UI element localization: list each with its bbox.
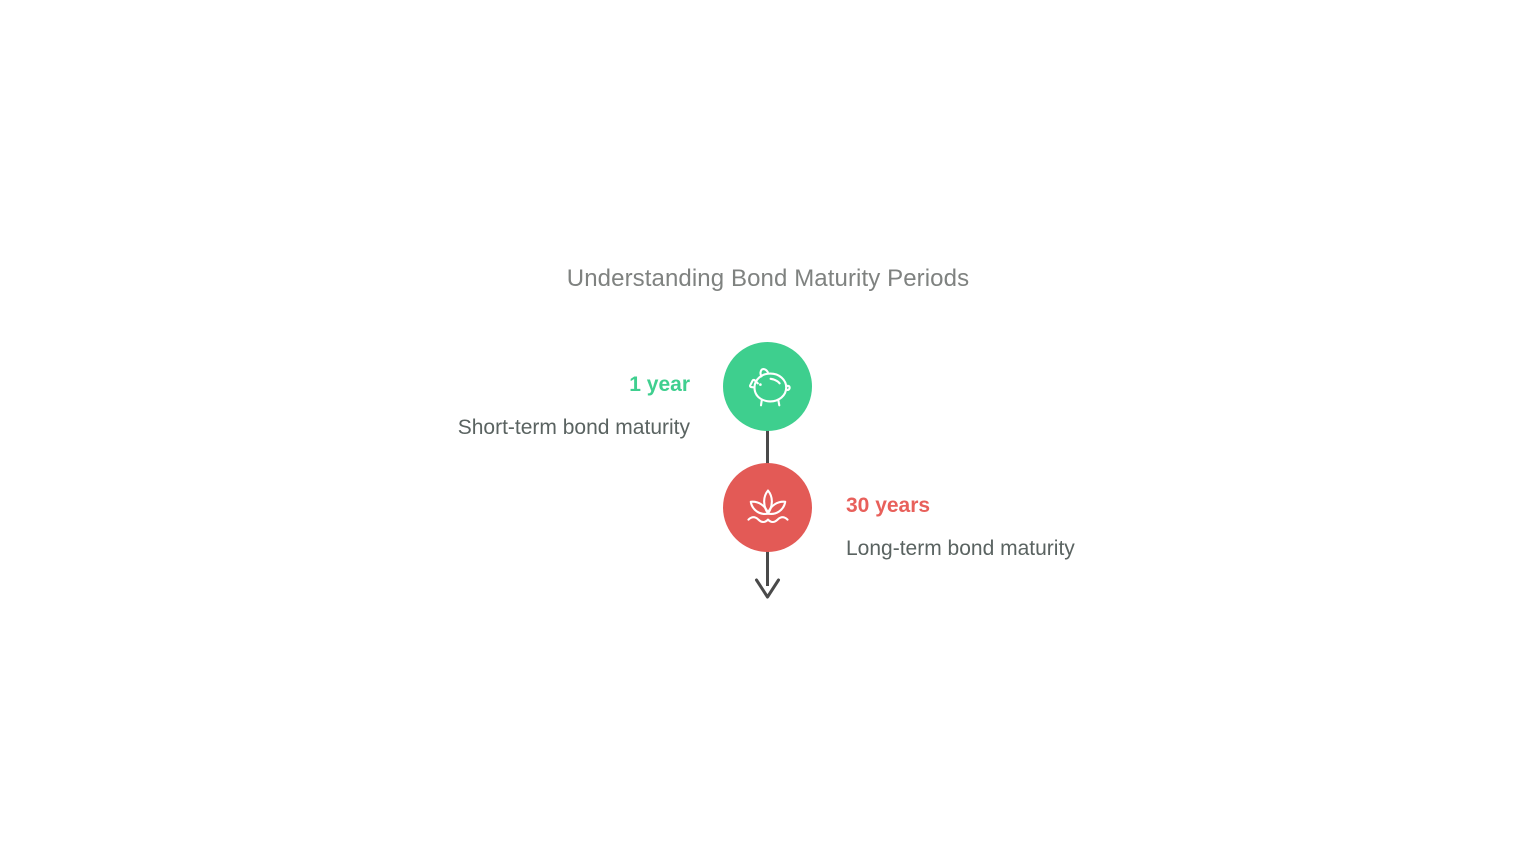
label-block-long-term: 30 years Long-term bond maturity xyxy=(846,491,1075,564)
page-title: Understanding Bond Maturity Periods xyxy=(566,265,970,292)
value-long-term: 30 years xyxy=(846,494,931,517)
value-short-term: 1 year xyxy=(629,373,690,396)
description-long-term: Long-term bond maturity xyxy=(846,537,1075,560)
label-block-short-term: 1 year Short-term bond maturity xyxy=(458,370,690,443)
timeline-arrow-down-icon xyxy=(754,578,781,600)
description-short-term: Short-term bond maturity xyxy=(457,416,690,439)
timeline-node-short-term[interactable] xyxy=(723,342,812,431)
timeline-node-long-term[interactable] xyxy=(723,463,812,552)
piggy-bank-icon xyxy=(740,359,796,415)
lotus-icon xyxy=(740,480,796,536)
